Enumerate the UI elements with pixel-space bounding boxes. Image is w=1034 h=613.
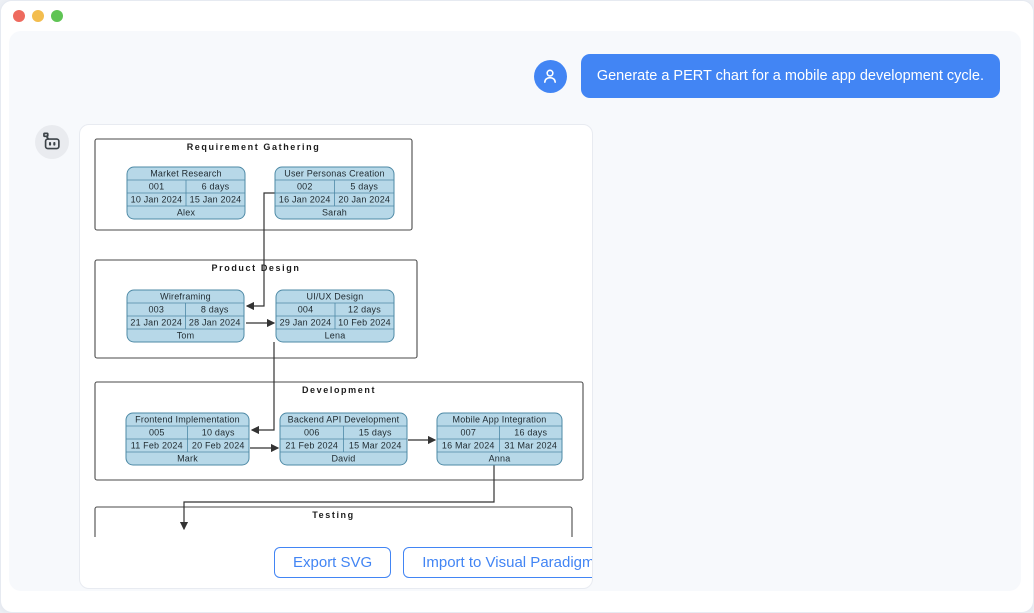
- task-duration: 15 days: [359, 428, 392, 438]
- task-duration: 5 days: [350, 182, 378, 192]
- zoom-button[interactable]: [51, 10, 63, 22]
- task-duration: 8 days: [201, 305, 229, 315]
- task-name: Wireframing: [160, 292, 211, 302]
- task-name: Mobile App Integration: [453, 415, 547, 425]
- task-end: 28 Jan 2024: [189, 318, 241, 328]
- titlebar: [1, 1, 1033, 31]
- task-start: 11 Feb 2024: [131, 441, 183, 451]
- pert-edge: [250, 342, 275, 435]
- pert-task-card: Mobile App Integration 007 16 days 16 Mar 2…: [436, 412, 563, 466]
- task-duration: 10 days: [202, 428, 235, 438]
- task-start: 21 Jan 2024: [130, 318, 182, 328]
- task-start: 16 Jan 2024: [279, 195, 331, 205]
- user-avatar: [533, 59, 567, 93]
- pert-group-label: Requirement Gathering: [187, 142, 321, 152]
- task-end: 20 Feb 2024: [192, 441, 245, 451]
- user-icon: [544, 69, 557, 83]
- pert-edge: [245, 192, 275, 311]
- pert-task-card: Backend API Development 006 15 days 21 Feb …: [279, 412, 408, 466]
- pert-task-card: Market Research 001 6 days 10 Jan 2024 15 Ja…: [126, 166, 246, 220]
- pert-task-card: User Personas Creation 002 5 days 16 Jan 20…: [274, 166, 395, 220]
- pert-group-label: Product Design: [212, 263, 301, 273]
- task-start: 21 Feb 2024: [285, 441, 338, 451]
- content-panel: Generate a PERT chart for a mobile app d…: [9, 31, 1021, 591]
- task-owner: David: [331, 454, 355, 464]
- pert-group-label: Testing: [312, 510, 355, 520]
- task-duration: 12 days: [348, 305, 381, 315]
- task-id: 002: [297, 182, 313, 192]
- task-name: UI/UX Design: [307, 292, 364, 302]
- chart-actions: Export SVG Import to Visual Paradigm: [274, 547, 592, 578]
- task-owner: Anna: [489, 454, 511, 464]
- task-end: 10 Feb 2024: [338, 318, 391, 328]
- task-end: 15 Mar 2024: [349, 441, 402, 451]
- pert-group: Testing: [94, 506, 573, 537]
- task-owner: Alex: [177, 208, 196, 218]
- task-name: Backend API Development: [288, 415, 400, 425]
- bot-avatar: [35, 125, 69, 159]
- task-owner: Lena: [325, 331, 346, 341]
- task-id: 005: [149, 428, 165, 438]
- task-owner: Mark: [177, 454, 198, 464]
- task-start: 10 Jan 2024: [131, 195, 183, 205]
- task-name: Frontend Implementation: [135, 415, 240, 425]
- pert-group-label: Development: [302, 385, 376, 395]
- export-svg-button[interactable]: Export SVG: [274, 547, 392, 578]
- task-end: 31 Mar 2024: [504, 441, 557, 451]
- pert-task-card: Frontend Implementation 005 10 days 11 Feb …: [125, 412, 250, 466]
- pert-edge: [179, 465, 495, 531]
- task-duration: 16 days: [514, 428, 547, 438]
- task-end: 15 Jan 2024: [190, 195, 242, 205]
- task-owner: Tom: [177, 331, 195, 341]
- user-message-bubble: Generate a PERT chart for a mobile app d…: [580, 54, 1000, 98]
- task-owner: Sarah: [322, 208, 347, 218]
- task-id: 003: [148, 305, 164, 315]
- task-id: 004: [298, 305, 314, 315]
- task-id: 001: [149, 182, 165, 192]
- import-visual-paradigm-button[interactable]: Import to Visual Paradigm: [403, 547, 592, 578]
- task-start: 16 Mar 2024: [442, 441, 495, 451]
- task-duration: 6 days: [202, 182, 230, 192]
- pert-task-card: Wireframing 003 8 days 21 Jan 2024 28 Jan 20…: [126, 289, 245, 343]
- user-message-row: Generate a PERT chart for a mobile app d…: [533, 54, 1000, 98]
- robot-icon: [43, 132, 60, 150]
- pert-task-card: UI/UX Design 004 12 days 29 Jan 2024 10 Feb …: [275, 289, 395, 343]
- minimize-button[interactable]: [32, 10, 44, 22]
- task-start: 29 Jan 2024: [280, 318, 332, 328]
- task-end: 20 Jan 2024: [338, 195, 390, 205]
- close-button[interactable]: [13, 10, 25, 22]
- task-id: 007: [460, 428, 476, 438]
- task-id: 006: [304, 428, 320, 438]
- task-name: Market Research: [150, 169, 222, 179]
- task-name: User Personas Creation: [284, 169, 384, 179]
